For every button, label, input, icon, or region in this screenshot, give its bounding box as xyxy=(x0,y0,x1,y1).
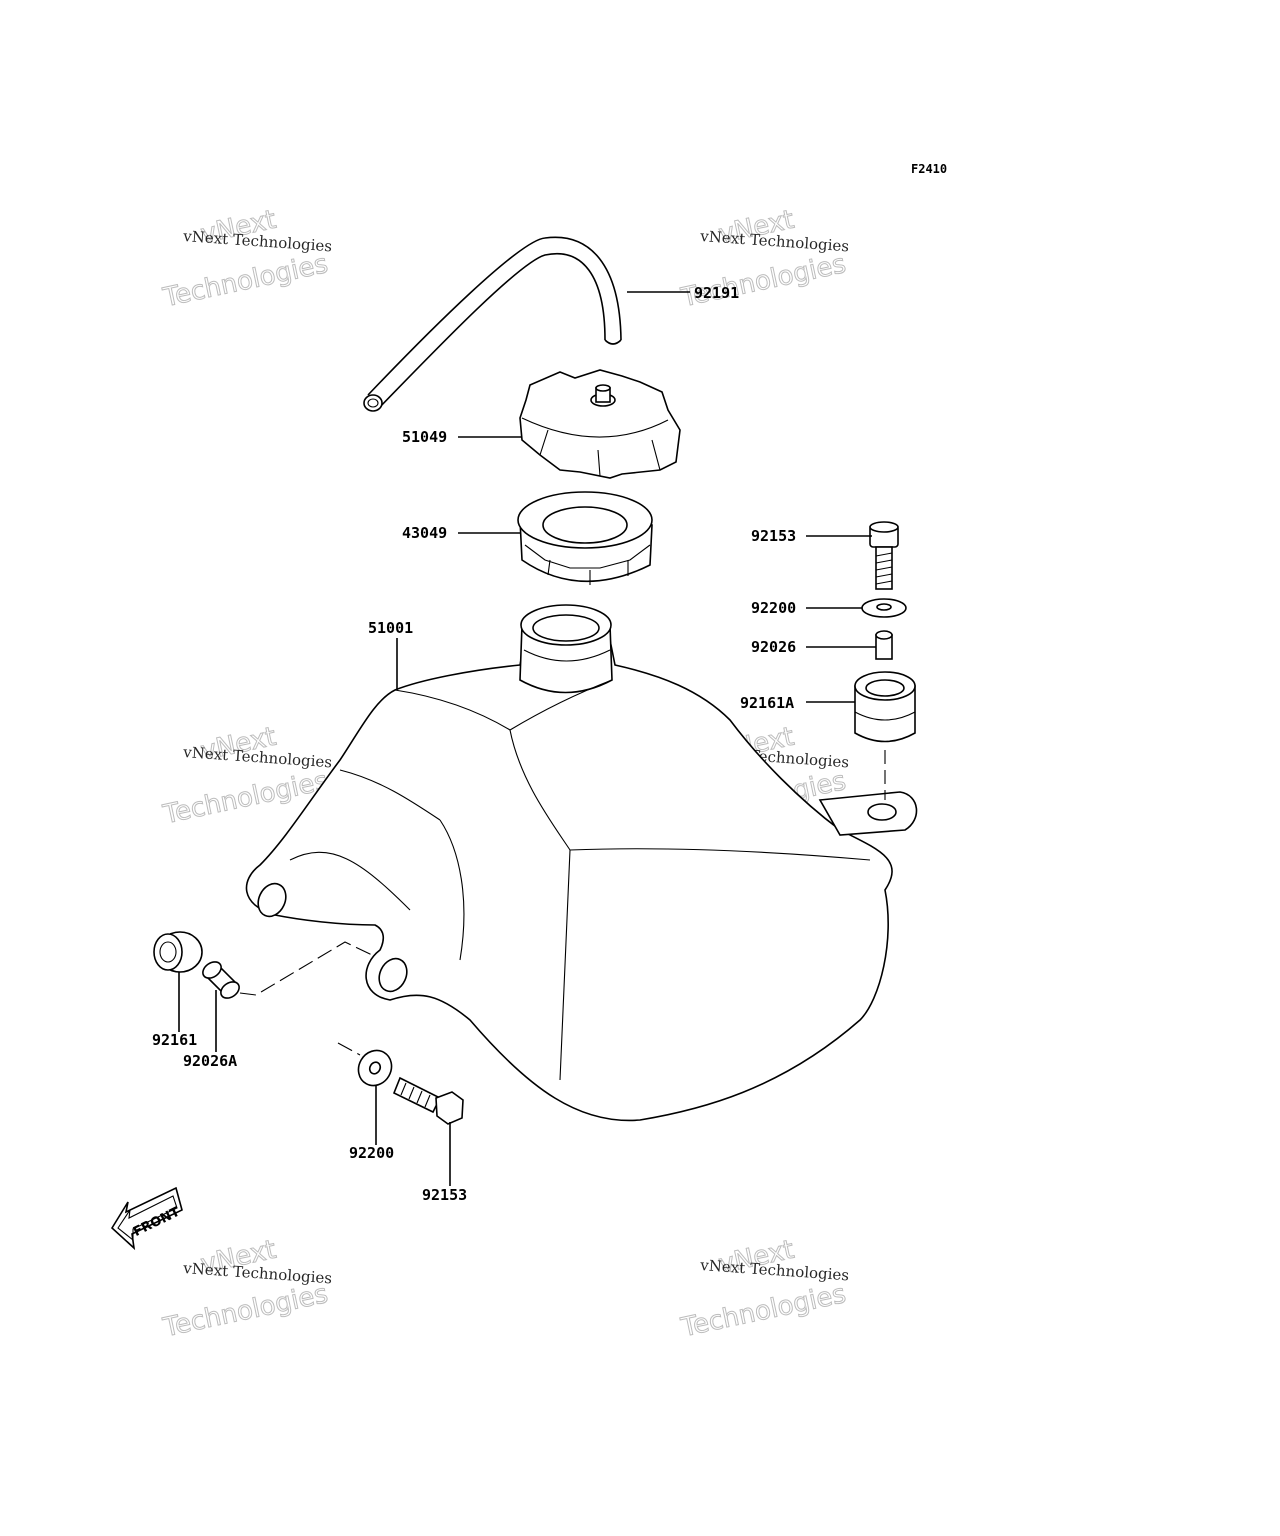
callout-51049: 51049 xyxy=(402,428,447,446)
bolt-top xyxy=(869,521,899,590)
callout-92161A: 92161A xyxy=(740,694,794,712)
callout-92153-bottom: 92153 xyxy=(422,1186,467,1204)
svg-text:vNext Technologies: vNext Technologies xyxy=(699,1256,850,1284)
svg-text:vNext Technologies: vNext Technologies xyxy=(182,743,333,771)
callout-92026A: 92026A xyxy=(183,1052,237,1070)
svg-text:Technologies: Technologies xyxy=(678,1279,849,1343)
callout-92026: 92026 xyxy=(751,638,796,656)
svg-text:Technologies: Technologies xyxy=(160,249,331,313)
washer-top xyxy=(861,598,907,618)
svg-text:vNext Technologies: vNext Technologies xyxy=(699,227,850,255)
figure-code: F2410 xyxy=(911,162,947,176)
callout-92161: 92161 xyxy=(152,1031,197,1049)
svg-text:Technologies: Technologies xyxy=(678,249,849,313)
svg-text:vNext Technologies: vNext Technologies xyxy=(182,227,333,255)
alignment-line-bottom xyxy=(337,1042,361,1056)
fuel-cap xyxy=(519,369,681,479)
svg-text:Technologies: Technologies xyxy=(160,1279,331,1343)
collar-top xyxy=(875,630,893,660)
fuel-tank xyxy=(245,604,918,1122)
callout-92200-bottom: 92200 xyxy=(349,1144,394,1162)
watermark-bottom-right: vNext Technologies vNext Technologies xyxy=(677,1234,850,1344)
callout-43049: 43049 xyxy=(402,524,447,542)
callout-51001: 51001 xyxy=(368,619,413,637)
grommet-right xyxy=(854,671,916,743)
cap-gasket xyxy=(517,491,653,585)
watermark-top-left: vNext Technologies vNext Technologies xyxy=(159,204,333,314)
watermark-bottom-left: vNext Technologies vNext Technologies xyxy=(159,1234,333,1344)
front-arrow-icon: FRONT xyxy=(110,1186,183,1251)
callout-92191: 92191 xyxy=(694,284,739,302)
callout-92153-top: 92153 xyxy=(751,527,796,545)
alignment-line-left xyxy=(239,941,373,996)
collar-left xyxy=(202,961,240,999)
bolt-bottom xyxy=(392,1076,464,1125)
svg-text:vNext Technologies: vNext Technologies xyxy=(182,1259,333,1287)
breather-hose xyxy=(363,236,622,412)
callout-92200-top: 92200 xyxy=(751,599,796,617)
washer-bottom xyxy=(357,1049,393,1087)
grommet-left xyxy=(153,931,203,973)
leader-lines xyxy=(178,291,876,1186)
